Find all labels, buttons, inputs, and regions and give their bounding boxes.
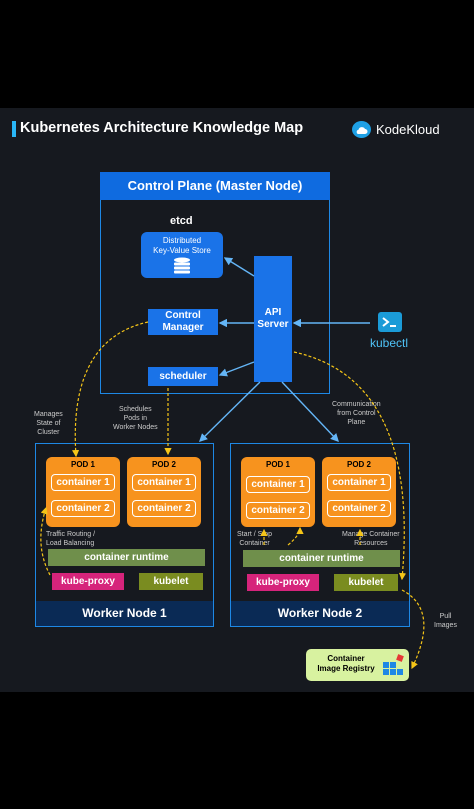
diagram-panel [0,108,474,692]
api-server-line1: API [264,306,282,318]
worker2-container-runtime: container runtime [243,550,400,567]
registry-line2: Image Registry [317,664,375,673]
worker1-title: Worker Node 1 [36,601,213,626]
dashed-arrows [40,321,425,670]
container-2: container 2 [51,500,115,517]
database-icon [174,257,190,274]
brand-logo: KodeKloud [352,121,440,138]
worker2-title: Worker Node 2 [231,601,409,626]
container-2: container 2 [246,502,310,519]
worker1-kubelet: kubelet [139,573,203,590]
worker-node-1 [35,443,214,627]
registry-line1: Container [327,654,365,663]
registry-grid-icon [383,654,404,675]
container-image-registry: Container Image Registry [306,649,409,681]
page-title: Kubernetes Architecture Knowledge Map [20,120,304,136]
etcd-desc-line2: Key-Value Store [153,245,211,255]
controller-manager-line2: Manager [162,322,204,333]
cloud-icon [352,121,371,138]
container-1: container 1 [327,474,391,491]
worker2-kube-proxy: kube-proxy [247,574,319,591]
api-server-line2: Server [257,319,289,330]
container-1: container 1 [132,474,196,491]
worker2-pod1: POD 1 container 1 container 2 [241,457,315,527]
worker1-pod1: POD 1 container 1 container 2 [46,457,120,527]
brand-name: KodeKloud [376,122,440,137]
worker1-pod2: POD 2 container 1 container 2 [127,457,201,527]
title-accent-bar [12,121,16,137]
terminal-icon [378,312,402,332]
etcd-desc-line1: Distributed [162,236,202,245]
scheduler-box: scheduler [148,367,218,386]
etcd-box: Distributed Key-Value Store [141,232,223,278]
container-2: container 2 [132,500,196,517]
worker2-pod2: POD 2 container 1 container 2 [322,457,396,527]
api-server-box: API Server [254,256,292,382]
worker-node-2 [230,443,410,627]
api-arrows [199,257,370,443]
etcd-label: etcd [170,215,193,227]
container-1: container 1 [246,476,310,493]
controller-manager-box: Control Manager [148,309,218,335]
worker1-kube-proxy: kube-proxy [52,573,124,590]
container-2: container 2 [327,500,391,517]
kubectl-label: kubectl [370,336,409,350]
worker1-container-runtime: container runtime [48,549,205,566]
traffic-note: Traffic Routing /Load Balancing [46,531,96,548]
control-plane-title: Control Plane (Master Node) [100,172,330,200]
controller-manager-line1: Control [165,310,201,321]
worker2-kubelet: kubelet [334,574,398,591]
container-1: container 1 [51,474,115,491]
